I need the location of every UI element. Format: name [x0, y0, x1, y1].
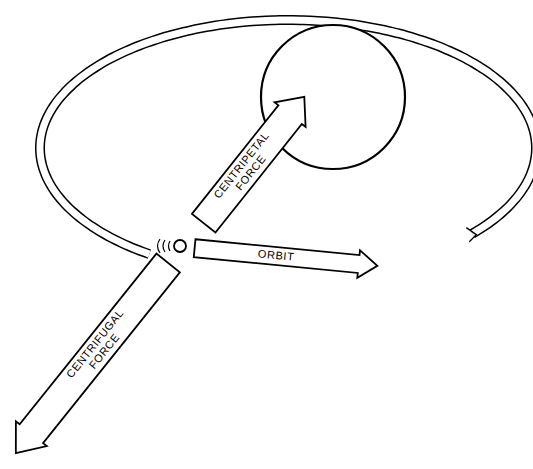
- arrow-label: CENTRIFUGAL FORCE: [20, 253, 181, 443]
- ribbon-tail: [466, 228, 476, 242]
- arrow-outline: [188, 84, 320, 235]
- arrow-outline: [0, 251, 183, 466]
- arrow-text: CENTRIPETAL FORCE: [212, 130, 281, 208]
- orbit-arrow: ORBIT: [192, 233, 380, 281]
- motion-mark: [169, 241, 171, 251]
- satellite: [158, 239, 187, 253]
- arrow-text: CENTRIFUGAL FORCE: [65, 308, 136, 388]
- orbit-ribbon-edge: [40, 20, 533, 254]
- orbit-ribbon-fill: [40, 20, 533, 254]
- arrow-label: ORBIT: [193, 239, 360, 273]
- arrow-text: ORBIT: [257, 248, 295, 263]
- satellite-body: [174, 240, 186, 252]
- arrow-outline: [193, 234, 378, 279]
- motion-mark: [158, 239, 161, 253]
- force-arrow: CENTRIFUGAL FORCE: [0, 249, 185, 467]
- orbit-ribbon: [40, 20, 533, 254]
- motion-mark: [163, 240, 165, 252]
- arrow-label: CENTRIPETAL FORCE: [191, 105, 302, 233]
